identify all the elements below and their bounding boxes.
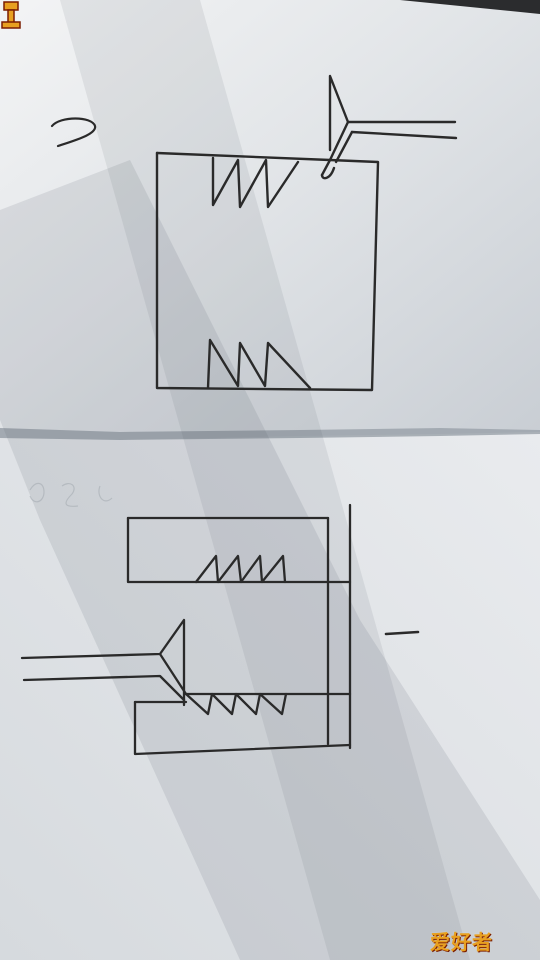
figure-number-glyph [50, 117, 97, 148]
lower-sheet [0, 432, 540, 960]
lower-drawing [20, 503, 420, 756]
upper-drawing [50, 74, 458, 392]
lower-upper-arm [126, 516, 352, 584]
watermark-text: 爱好者 [430, 930, 493, 954]
nozzle-pipe-bottom [350, 130, 458, 140]
lower-nozzle-top [20, 618, 186, 707]
upper-sheet [0, 0, 540, 432]
lower-nozzle-bottom [22, 674, 186, 702]
lower-teeth-bottom [184, 692, 288, 716]
box-outline [155, 151, 380, 392]
side-mark-glyph [384, 630, 420, 636]
lower-lower-arm [133, 700, 352, 756]
lower-teeth-top [194, 554, 287, 584]
figure-logo-icon [1, 1, 21, 29]
upper-teeth-bottom [206, 338, 312, 390]
upper-teeth-top [211, 156, 300, 209]
